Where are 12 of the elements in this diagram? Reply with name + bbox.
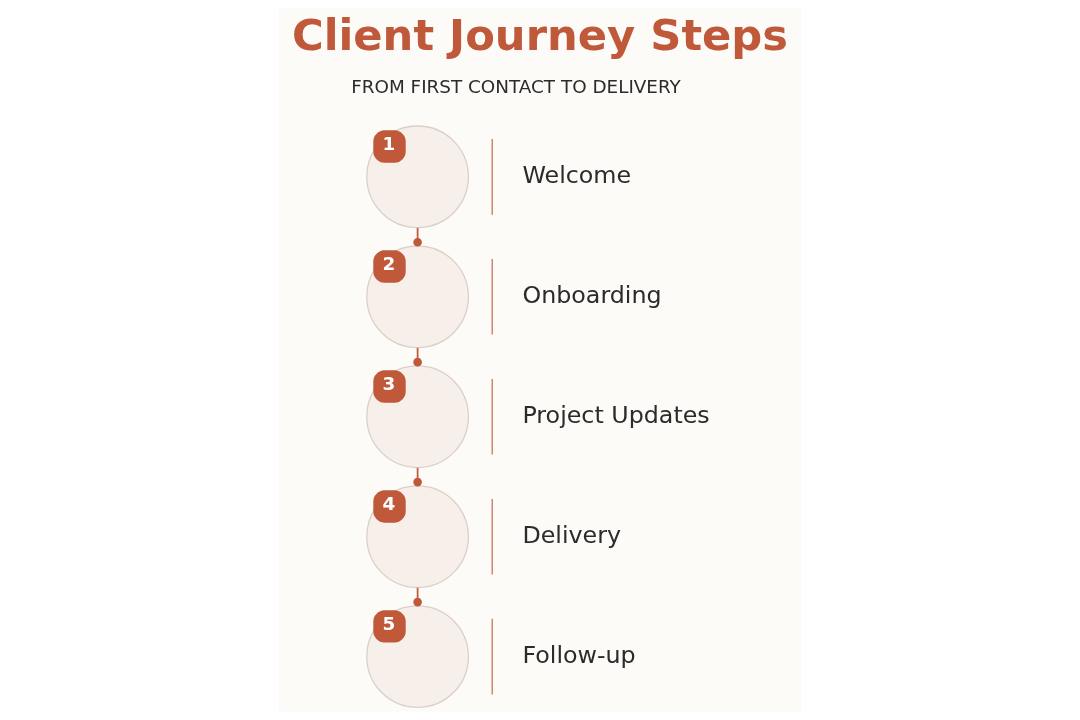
- node-circle: 1: [366, 125, 470, 229]
- node-circle: 5: [366, 605, 470, 709]
- node-label: Follow-up: [522, 640, 636, 669]
- node-label: Project Updates: [522, 400, 710, 429]
- node-label: Onboarding: [522, 280, 662, 309]
- node-label: Welcome: [522, 160, 632, 189]
- node-circle: 2: [366, 245, 470, 349]
- node-circle: 4: [366, 485, 470, 589]
- node-label: Delivery: [522, 520, 622, 549]
- diagram-title: Client Journey Steps: [291, 10, 789, 61]
- node-circle: 3: [366, 365, 470, 469]
- label: FROM FIRST CONTACT TO DELIVERY: [351, 75, 681, 97]
